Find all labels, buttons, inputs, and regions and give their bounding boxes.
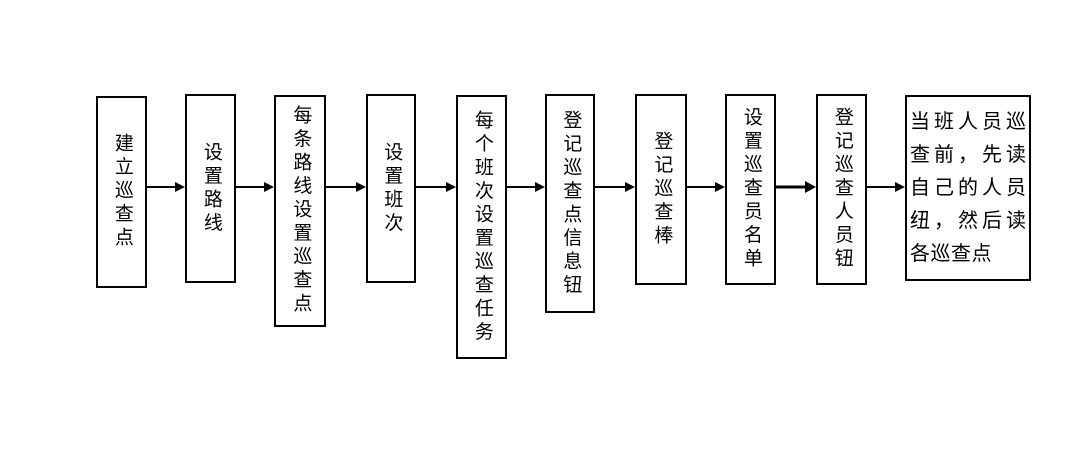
- flow-step-label: 设置巡查员名单: [740, 107, 762, 272]
- flow-step-label: 设置班次: [381, 141, 403, 236]
- flow-arrow-4-right-icon: [416, 181, 456, 193]
- arrow-head-icon: [625, 182, 635, 192]
- flow-step-label-line: 各巡查点: [910, 242, 992, 265]
- arrow-shaft: [147, 186, 176, 188]
- flow-step-register-personnel-buttons: 登记巡查人员钮: [816, 94, 867, 285]
- arrow-head-icon: [715, 182, 725, 192]
- flow-step-register-checkpoint-buttons: 登记巡查点信息钮: [545, 94, 595, 313]
- arrow-head-icon: [175, 182, 185, 192]
- flow-arrow-5-right-icon: [507, 181, 545, 193]
- flow-step-label: 建立巡查点: [111, 133, 133, 251]
- flow-arrow-3-right-icon: [326, 181, 366, 193]
- arrow-shaft: [326, 186, 357, 188]
- flow-step-set-shifts: 设置班次: [366, 94, 416, 283]
- arrow-head-icon: [264, 182, 274, 192]
- flow-step-register-patrol-wand: 登记巡查棒: [635, 94, 687, 285]
- flow-arrow-6-right-icon: [595, 181, 635, 193]
- flow-step-label-line: 当班人员巡: [910, 110, 1030, 133]
- flow-step-label: 每条路线设置巡查点: [290, 105, 312, 317]
- flow-step-label: 登记巡查棒: [651, 130, 673, 249]
- flow-step-patrol-instructions: 当班人员巡 查前，先读 自己的人员 纽，然后读 各巡查点: [905, 95, 1031, 281]
- flow-arrow-8-right-icon: [776, 180, 816, 194]
- arrow-shaft: [416, 186, 447, 188]
- flow-arrow-7-right-icon: [687, 181, 725, 193]
- arrow-shaft: [236, 186, 265, 188]
- flow-step-label-line: 纽，然后读: [910, 209, 1030, 232]
- flow-step-label: 登记巡查人员钮: [831, 107, 853, 272]
- flow-arrow-1-right-icon: [147, 181, 185, 193]
- flow-step-label-line: 查前，先读: [910, 143, 1030, 166]
- flow-step-route-checkpoints: 每条路线设置巡查点: [274, 95, 326, 327]
- flow-step-set-routes: 设置路线: [185, 94, 236, 283]
- arrow-shaft: [507, 186, 536, 188]
- flow-arrow-2-right-icon: [236, 181, 274, 193]
- arrow-shaft: [687, 186, 716, 188]
- flow-step-label: 登记巡查点信息钮: [560, 109, 582, 298]
- flow-step-label: 每个班次设置巡查任务: [471, 109, 493, 345]
- flow-step-label-line: 自己的人员: [910, 176, 1030, 199]
- arrow-shaft: [867, 186, 896, 188]
- arrow-shaft: [595, 186, 626, 188]
- arrow-head-icon: [805, 181, 816, 193]
- arrow-head-icon: [356, 182, 366, 192]
- flow-step-establish-checkpoints: 建立巡查点: [96, 96, 147, 288]
- arrow-head-icon: [446, 182, 456, 192]
- flow-arrow-9-right-icon: [867, 181, 905, 193]
- flow-step-set-patroller-roster: 设置巡查员名单: [725, 94, 776, 285]
- arrow-head-icon: [895, 182, 905, 192]
- arrow-head-icon: [535, 182, 545, 192]
- arrow-shaft: [776, 185, 806, 189]
- flow-step-label: 设置路线: [200, 141, 222, 236]
- flow-step-shift-patrol-tasks: 每个班次设置巡查任务: [456, 95, 507, 359]
